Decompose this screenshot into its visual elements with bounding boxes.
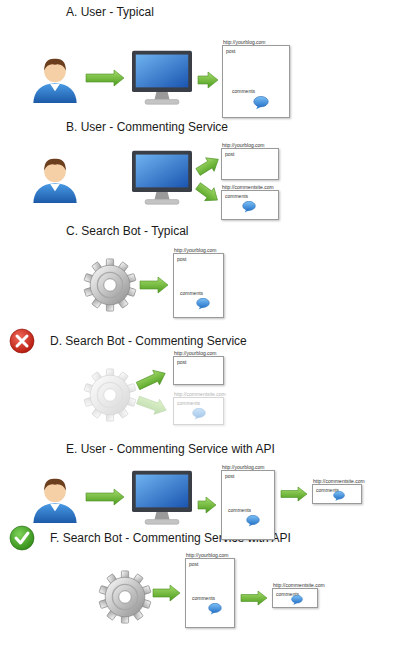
box-text: comments: [232, 88, 255, 94]
box-text: post: [189, 561, 198, 567]
page-box: http://yourblog.compost: [173, 356, 224, 385]
comment-bubble: [253, 96, 269, 110]
box-text: comments: [228, 507, 251, 513]
page-box: http://commentsite.comcomments: [272, 588, 318, 608]
box-text: post: [177, 256, 186, 262]
url-text: http://commentsite.com: [273, 582, 325, 588]
search-bot-gear: [99, 571, 151, 623]
section-heading: E. User - Commenting Service with API: [66, 442, 275, 456]
comment-bubble: [208, 603, 222, 615]
url-text: http://commentsite.com: [174, 391, 226, 397]
comment-bubble: [192, 408, 206, 420]
comment-bubble: [242, 201, 256, 213]
monitor-icon: [132, 471, 192, 524]
page-box: http://commentsite.comcomments: [312, 484, 362, 504]
box-text: post: [226, 48, 235, 54]
url-text: http://commentsite.com: [313, 478, 365, 484]
box-text: comments: [177, 400, 200, 406]
search-bot-gear: [84, 369, 136, 421]
url-text: http://yourblog.com: [222, 142, 265, 148]
section-heading: C. Search Bot - Typical: [66, 224, 189, 238]
comment-bubble: [333, 491, 345, 501]
fail-icon: [10, 329, 34, 353]
box-text: comments: [180, 290, 203, 296]
monitor-icon: [132, 151, 192, 204]
comment-bubble: [291, 595, 303, 605]
url-text: http://commentsite.com: [222, 184, 274, 190]
page-box: http://yourblog.compostcomments: [221, 470, 275, 540]
url-text: http://yourblog.com: [174, 247, 217, 253]
section-heading: D. Search Bot - Commenting Service: [50, 334, 247, 348]
api-arrow: [281, 487, 307, 501]
url-text: http://yourblog.com: [186, 552, 229, 558]
page-box: http://yourblog.compostcomments: [173, 253, 224, 318]
box-text: comments: [225, 193, 248, 199]
box-text: post: [177, 359, 186, 365]
success-icon: [10, 526, 34, 550]
monitor-icon: [132, 51, 192, 104]
box-text: post: [225, 151, 234, 157]
search-bot-gear: [84, 259, 136, 311]
page-box: http://commentsite.comcomments: [173, 397, 224, 425]
section-heading: A. User - Typical: [66, 5, 154, 19]
user-icon: [33, 59, 76, 103]
page-box: http://commentsite.comcomments: [221, 190, 279, 220]
user-icon: [33, 159, 76, 203]
page-box: http://yourblog.compost: [221, 148, 279, 180]
user-icon: [33, 479, 76, 523]
api-arrow: [241, 591, 267, 605]
box-text: comments: [192, 595, 215, 601]
comment-bubble: [196, 298, 210, 310]
url-text: http://yourblog.com: [223, 39, 266, 45]
page-box: http://yourblog.compostcomments: [185, 558, 235, 628]
box-text: post: [225, 473, 234, 479]
url-text: http://yourblog.com: [174, 350, 217, 356]
url-text: http://yourblog.com: [222, 464, 265, 470]
page-box: http://yourblog.compostcomments: [222, 45, 290, 118]
section-heading: B. User - Commenting Service: [66, 120, 228, 134]
comment-bubble: [246, 515, 260, 527]
